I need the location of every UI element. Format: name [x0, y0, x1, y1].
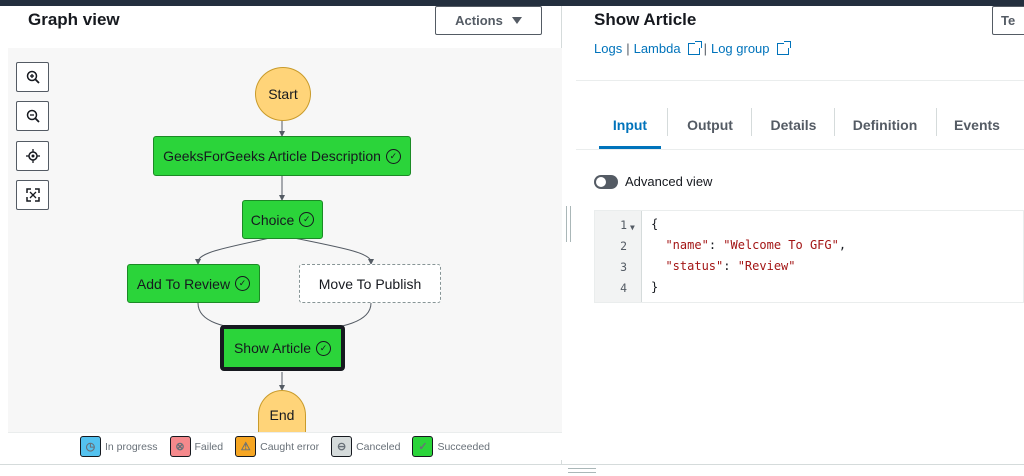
- zoom-out-button[interactable]: [16, 101, 49, 131]
- json-input-viewer[interactable]: 1 ▼ 2 3 4 { "name": "Welcome To GFG", "s…: [594, 210, 1024, 303]
- x-circle-icon: ⊗: [169, 436, 191, 457]
- graph-edges: [195, 120, 374, 391]
- resource-links: Logs | Lambda | Log group: [594, 40, 791, 56]
- link-separator: |: [703, 41, 707, 56]
- line-number-gutter: 1 ▼ 2 3 4: [595, 211, 642, 302]
- caret-down-icon: [511, 17, 522, 24]
- detail-tabs: Input Output Details Definition Events: [576, 80, 1024, 150]
- json-value: "Review": [737, 259, 796, 273]
- legend-label: Caught error: [260, 440, 320, 453]
- graph-view-panel: Graph view Actions: [8, 6, 562, 464]
- truncated-header-button[interactable]: Te: [992, 6, 1024, 35]
- legend-canceled: ⊖ Canceled: [331, 436, 400, 457]
- succeeded-check-icon: ✓: [235, 276, 251, 291]
- tab-events[interactable]: Events: [954, 117, 1000, 133]
- graph-view-title: Graph view: [28, 10, 120, 29]
- advanced-view-label: Advanced view: [625, 174, 713, 189]
- legend-label: Canceled: [356, 440, 401, 453]
- legend-failed: ⊗ Failed: [169, 436, 224, 457]
- tab-input[interactable]: Input: [612, 117, 648, 133]
- minus-circle-icon: ⊖: [331, 436, 353, 457]
- fit-to-screen-button[interactable]: [16, 180, 49, 210]
- bottom-divider: [0, 464, 1024, 465]
- code-line-4: }: [651, 280, 659, 294]
- tab-divider: [834, 108, 835, 136]
- show-article-state[interactable]: Show Article ✓: [221, 326, 344, 370]
- actions-label: Actions: [455, 13, 503, 28]
- end-node-label: End: [269, 406, 295, 423]
- active-tab-indicator: [599, 146, 661, 149]
- external-link-icon: [776, 40, 791, 55]
- succeeded-check-icon: ✓: [316, 340, 332, 356]
- center-graph-button[interactable]: [16, 141, 49, 171]
- succeeded-check-icon: ✓: [385, 148, 401, 164]
- state-label: Add To Review: [136, 275, 231, 292]
- link-separator: |: [626, 41, 630, 56]
- logs-link[interactable]: Logs: [594, 41, 623, 56]
- clock-icon: ◷: [79, 436, 101, 457]
- external-link-icon: [687, 40, 702, 55]
- json-key: "status": [665, 259, 724, 273]
- zoom-out-icon: [26, 109, 40, 123]
- zoom-in-icon: [26, 70, 40, 84]
- state-label: Move To Publish: [318, 275, 422, 292]
- actions-dropdown-button[interactable]: Actions: [435, 6, 542, 35]
- advanced-view-row: Advanced view: [594, 174, 712, 189]
- vertical-resize-handle[interactable]: [566, 206, 571, 242]
- tab-divider: [936, 108, 937, 136]
- tab-definition[interactable]: Definition: [852, 117, 918, 133]
- fit-screen-icon: [25, 188, 40, 202]
- succeeded-check-icon: ✓: [299, 212, 315, 227]
- legend-label: Failed: [194, 440, 224, 453]
- code-line-2: "name": "Welcome To GFG",: [665, 238, 847, 252]
- legend-label: Succeeded: [437, 440, 490, 453]
- line-number: 1: [620, 218, 627, 232]
- tab-details[interactable]: Details: [770, 117, 817, 133]
- zoom-in-button[interactable]: [16, 62, 49, 92]
- line-number: 3: [620, 260, 627, 274]
- json-value: "Welcome To GFG": [723, 238, 839, 252]
- state-detail-title: Show Article: [594, 10, 697, 29]
- advanced-view-toggle[interactable]: [594, 174, 618, 189]
- legend-caught-error: ⚠ Caught error: [235, 436, 319, 457]
- code-line-3: "status": "Review": [665, 259, 796, 273]
- lambda-link[interactable]: Lambda: [633, 41, 681, 56]
- tab-divider: [751, 108, 752, 136]
- choice-state[interactable]: Choice ✓: [242, 200, 323, 239]
- graph-view-header: Graph view Actions: [8, 6, 562, 46]
- article-description-state[interactable]: GeeksForGeeks Article Description ✓: [153, 136, 411, 176]
- fold-caret-icon[interactable]: ▼: [630, 223, 635, 232]
- warning-icon: ⚠: [235, 436, 257, 457]
- state-label: GeeksForGeeks Article Description: [163, 148, 381, 164]
- legend-succeeded: ✓ Succeeded: [412, 436, 490, 457]
- horizontal-resize-handle[interactable]: [568, 468, 596, 473]
- start-node[interactable]: Start: [255, 67, 311, 121]
- code-line-1: {: [651, 217, 659, 231]
- check-circle-icon: ✓: [412, 436, 434, 457]
- json-key: "name": [665, 238, 709, 252]
- center-icon: [25, 149, 40, 163]
- line-number: 4: [620, 281, 627, 295]
- log-group-link[interactable]: Log group: [710, 41, 770, 56]
- start-node-label: Start: [268, 86, 298, 102]
- tab-divider: [667, 108, 668, 136]
- top-navigation-bar: [0, 0, 1024, 6]
- end-node[interactable]: End: [258, 390, 306, 432]
- tab-output[interactable]: Output: [687, 117, 733, 133]
- add-to-review-state[interactable]: Add To Review ✓: [127, 264, 260, 303]
- state-detail-panel: Show Article Te Logs | Lambda | Log grou…: [576, 6, 1024, 464]
- line-number: 2: [620, 239, 627, 253]
- move-to-publish-state[interactable]: Move To Publish: [299, 264, 441, 303]
- state-label: Choice: [250, 211, 295, 228]
- legend-label: In progress: [104, 440, 158, 453]
- state-label: Show Article: [233, 340, 312, 356]
- graph-canvas[interactable]: Start GeeksForGeeks Article Description …: [8, 48, 562, 432]
- legend-in-progress: ◷ In progress: [79, 436, 158, 457]
- status-legend: ◷ In progress ⊗ Failed ⚠ Caught error ⊖ …: [8, 432, 562, 460]
